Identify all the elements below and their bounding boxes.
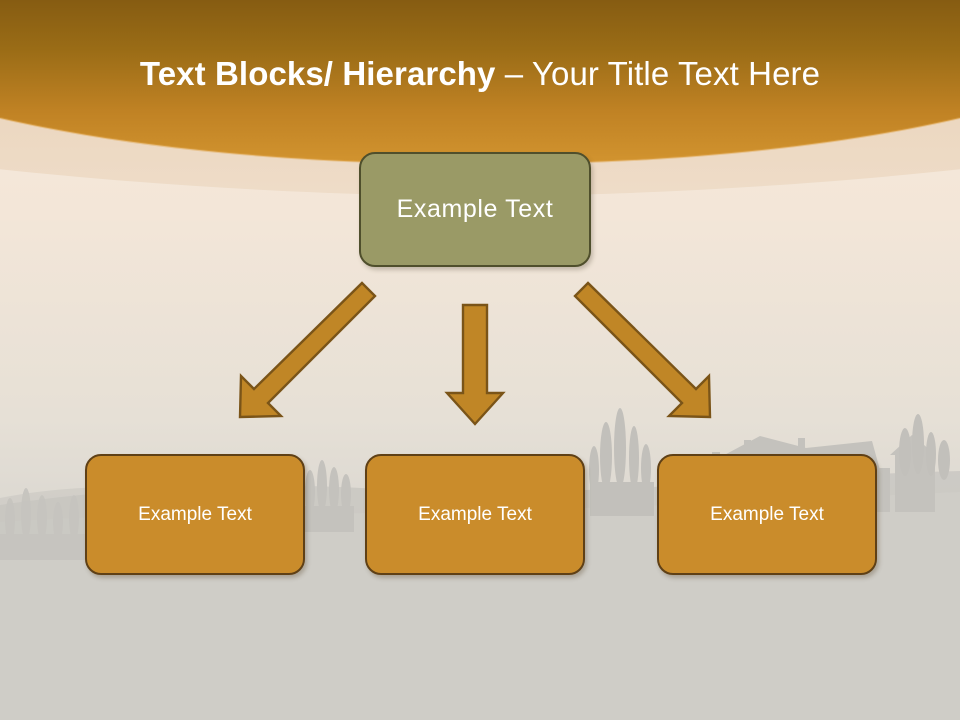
slide-title: Text Blocks/ Hierarchy – Your Title Text…	[0, 52, 960, 96]
hierarchy-child-node-1[interactable]: Example Text	[85, 454, 305, 575]
arrow-root-to-child-3	[573, 281, 712, 419]
hierarchy-child-label-1: Example Text	[138, 503, 252, 525]
cypress-trees-left	[304, 460, 354, 532]
slide-title-bold: Text Blocks/ Hierarchy	[139, 55, 505, 92]
arrow-root-to-child-1	[238, 281, 377, 419]
header-banner	[0, 0, 960, 164]
hierarchy-root-node[interactable]: Example Text	[359, 152, 591, 267]
hierarchy-child-node-3[interactable]: Example Text	[657, 454, 877, 575]
hierarchy-root-label: Example Text	[396, 195, 554, 223]
hierarchy-child-label-2: Example Text	[418, 503, 532, 525]
slide-title-normal: – Your Title Text Here	[504, 55, 821, 92]
cypress-trees-right	[899, 414, 950, 480]
hierarchy-child-label-3: Example Text	[710, 503, 824, 525]
cypress-trees-center	[589, 408, 654, 516]
arrow-root-to-child-2	[444, 303, 506, 426]
hierarchy-child-node-2[interactable]: Example Text	[365, 454, 585, 575]
